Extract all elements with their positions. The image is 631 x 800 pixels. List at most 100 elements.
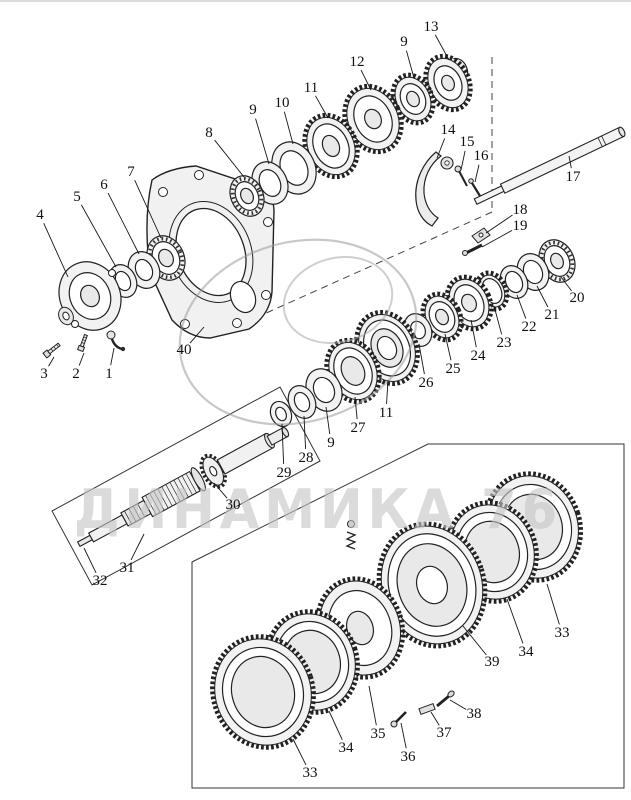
callout-label: 37 — [437, 725, 453, 741]
plate-18 — [471, 227, 491, 244]
gear-39 — [376, 521, 488, 649]
detent-ball — [347, 520, 355, 528]
callout-label: 5 — [73, 189, 81, 205]
leader-line — [292, 738, 307, 766]
leader-line — [303, 415, 307, 450]
leader-line — [354, 396, 358, 420]
ring-33-left — [210, 634, 316, 750]
gear-12 — [342, 83, 404, 155]
leader-line — [325, 406, 331, 435]
leader-line — [568, 155, 572, 169]
callout-label: 4 — [36, 207, 44, 223]
synchro-11-top — [302, 112, 360, 180]
callout-label: 6 — [100, 177, 108, 193]
leader-line — [386, 379, 389, 405]
watermark-text: ДИНАМИКА 76 — [74, 478, 562, 541]
leader-line — [444, 333, 452, 361]
leader-line — [493, 305, 503, 335]
leader-line — [214, 139, 245, 178]
flange-4 — [58, 261, 122, 331]
spring-screw-15 — [454, 165, 468, 187]
leader-line — [470, 319, 477, 348]
callout-label: 23 — [497, 335, 512, 351]
callout-label: 11 — [304, 80, 318, 96]
callout-label: 9 — [249, 102, 257, 118]
callout-label: 31 — [120, 560, 135, 576]
leader-line — [516, 294, 527, 319]
leader-line — [536, 285, 549, 308]
watermark-swirl — [178, 238, 418, 426]
gear-13 — [423, 53, 473, 113]
callout-label: 2 — [72, 366, 80, 382]
callout-label: 26 — [419, 375, 435, 391]
callout-label: 24 — [471, 348, 487, 364]
callout-label: 22 — [522, 319, 537, 335]
leader-line — [474, 164, 480, 183]
callout-label: 9 — [400, 34, 408, 50]
callout-label: 19 — [513, 218, 528, 234]
bolt-3 — [42, 342, 61, 359]
leader-line — [83, 547, 97, 574]
callout-label: 20 — [570, 290, 585, 306]
callout-label: 33 — [555, 625, 570, 641]
construction-lines — [225, 57, 493, 332]
leader-line — [255, 118, 270, 165]
leader-line — [460, 150, 466, 171]
leader-line — [281, 423, 285, 465]
leader-line — [213, 482, 228, 499]
callout-label: 10 — [275, 95, 290, 111]
leader-line — [405, 50, 415, 79]
leader-line — [134, 180, 162, 239]
flange-bolt-hole — [108, 269, 116, 277]
callout-label: 21 — [545, 307, 560, 323]
callout-label: 9 — [327, 435, 335, 451]
leader-line — [110, 347, 115, 366]
callout-label: 17 — [566, 169, 582, 185]
callout-label: 16 — [474, 148, 490, 164]
input-shaft — [76, 426, 290, 548]
bolt-2 — [76, 333, 88, 353]
screw-38 — [436, 690, 455, 708]
bolt-36 — [390, 711, 407, 728]
banjo-bolt-1 — [106, 330, 126, 352]
small-parts — [42, 165, 491, 728]
callout-label: 32 — [93, 573, 108, 589]
callout-label: 14 — [441, 122, 457, 138]
flange-hub-stub — [58, 306, 74, 326]
callout-label: 3 — [40, 366, 48, 382]
callout-label: 33 — [303, 765, 318, 781]
leader-line — [328, 710, 343, 741]
leader-line — [434, 34, 450, 61]
leader-line — [315, 95, 329, 119]
callout-label: 39 — [485, 654, 500, 670]
callout-label: 38 — [467, 706, 482, 722]
leader-line — [43, 223, 69, 278]
bearing-8 — [229, 175, 265, 217]
leader-line — [449, 699, 467, 710]
pin-19 — [462, 243, 483, 256]
callout-label: 29 — [277, 465, 292, 481]
ring-6 — [127, 251, 161, 289]
callout-label: 12 — [350, 54, 365, 70]
callout-label: 1 — [105, 366, 113, 382]
key-37 — [418, 702, 436, 716]
leader-line — [283, 111, 294, 145]
leader-line — [430, 711, 440, 726]
detail-box-shaft — [51, 386, 321, 586]
flange-bolt-hole — [71, 320, 79, 328]
leader-line — [462, 625, 487, 656]
leader-line — [130, 533, 145, 561]
callout-label: 35 — [371, 726, 386, 742]
parts-layer — [58, 53, 584, 750]
leader-line — [107, 192, 140, 255]
lock-pin-16 — [468, 178, 481, 197]
leader-line — [418, 343, 425, 375]
callout-label: 34 — [339, 740, 355, 756]
leader-line — [546, 583, 560, 625]
callout-label: 13 — [424, 19, 439, 35]
callout-label: 7 — [127, 164, 135, 180]
leader-line — [506, 598, 524, 644]
callout-label: 27 — [351, 420, 367, 436]
